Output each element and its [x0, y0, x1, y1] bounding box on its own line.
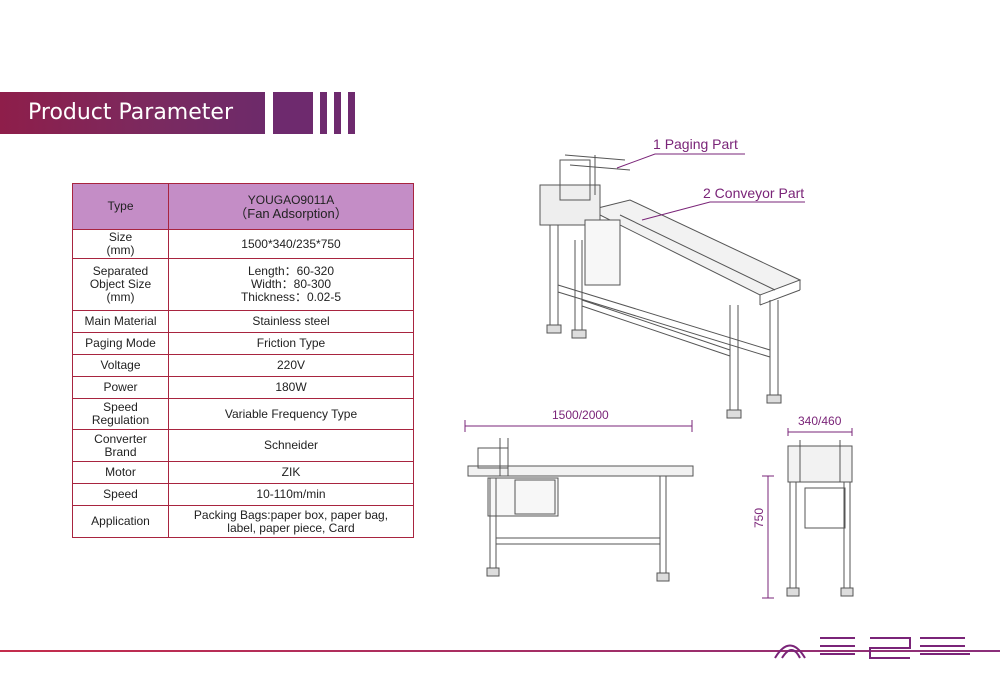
brand-logo-mark — [774, 637, 970, 659]
table-row: Converter Brand Schneider — [72, 429, 414, 462]
machine-side-view-drawing — [464, 420, 694, 582]
param-label: Application — [72, 505, 169, 538]
parameter-table: Type YOUGAO9011A （Fan Adsorption） Size (… — [72, 183, 414, 538]
model-variant: （Fan Adsorption） — [234, 205, 348, 221]
param-value: 10-110m/min — [168, 483, 414, 506]
table-row: Power 180W — [72, 376, 414, 399]
param-value: Stainless steel — [168, 310, 414, 333]
param-label: Type — [72, 183, 169, 230]
dimension-width: 340/460 — [798, 414, 842, 428]
table-row: Main Material Stainless steel — [72, 310, 414, 333]
param-value: Length：60-320 Width：80-300 Thickness：0.0… — [168, 258, 414, 311]
table-row: Speed 10-110m/min — [72, 483, 414, 506]
model-number: YOUGAO9011A — [247, 192, 335, 207]
param-label: Separated Object Size (mm) — [72, 258, 169, 311]
param-label: Motor — [72, 461, 169, 484]
param-value: 1500*340/235*750 — [168, 229, 414, 259]
param-value: 180W — [168, 376, 414, 399]
param-label: Main Material — [72, 310, 169, 333]
section-title: Product Parameter >> — [28, 100, 233, 167]
param-value: Schneider — [168, 429, 414, 462]
param-value: ZIK — [168, 461, 414, 484]
param-value: Variable Frequency Type — [168, 398, 414, 430]
param-value: Friction Type — [168, 332, 414, 355]
machine-isometric-drawing — [539, 154, 802, 419]
section-title-banner: Product Parameter >> — [0, 92, 265, 167]
table-row: Speed Regulation Variable Frequency Type — [72, 398, 414, 430]
table-row: Voltage 220V — [72, 354, 414, 377]
table-row: Size (mm) 1500*340/235*750 — [72, 229, 414, 259]
table-row: Separated Object Size (mm) Length：60-320… — [72, 258, 414, 311]
decor-bar-3 — [348, 92, 355, 134]
param-value: Packing Bags:paper box, paper bag, label… — [168, 505, 414, 538]
footer-divider — [0, 650, 1000, 652]
param-label: Voltage — [72, 354, 169, 377]
table-row: Motor ZIK — [72, 461, 414, 484]
part-2-leader-line — [641, 201, 805, 221]
part-1-leader-line — [616, 153, 745, 169]
decor-square — [273, 92, 313, 134]
decor-bar-1 — [320, 92, 327, 134]
table-row: Paging Mode Friction Type — [72, 332, 414, 355]
param-label: Converter Brand — [72, 429, 169, 462]
param-label: Paging Mode — [72, 332, 169, 355]
table-row: Application Packing Bags:paper box, pape… — [72, 505, 414, 538]
table-row: Type YOUGAO9011A （Fan Adsorption） — [72, 183, 414, 230]
param-label: Size (mm) — [72, 229, 169, 259]
part-1-text: Paging Part — [664, 136, 738, 152]
param-value: 220V — [168, 354, 414, 377]
machine-end-view-drawing — [762, 428, 854, 599]
param-label: Speed Regulation — [72, 398, 169, 430]
part-2-label: 2 Conveyor Part — [703, 185, 805, 201]
part-1-number: 1 — [653, 136, 661, 152]
param-value: YOUGAO9011A （Fan Adsorption） — [168, 183, 414, 230]
part-1-label: 1 Paging Part — [653, 136, 738, 152]
param-label: Speed — [72, 483, 169, 506]
decor-bar-2 — [334, 92, 341, 134]
param-label: Power — [72, 376, 169, 399]
dimension-length: 1500/2000 — [552, 408, 609, 422]
